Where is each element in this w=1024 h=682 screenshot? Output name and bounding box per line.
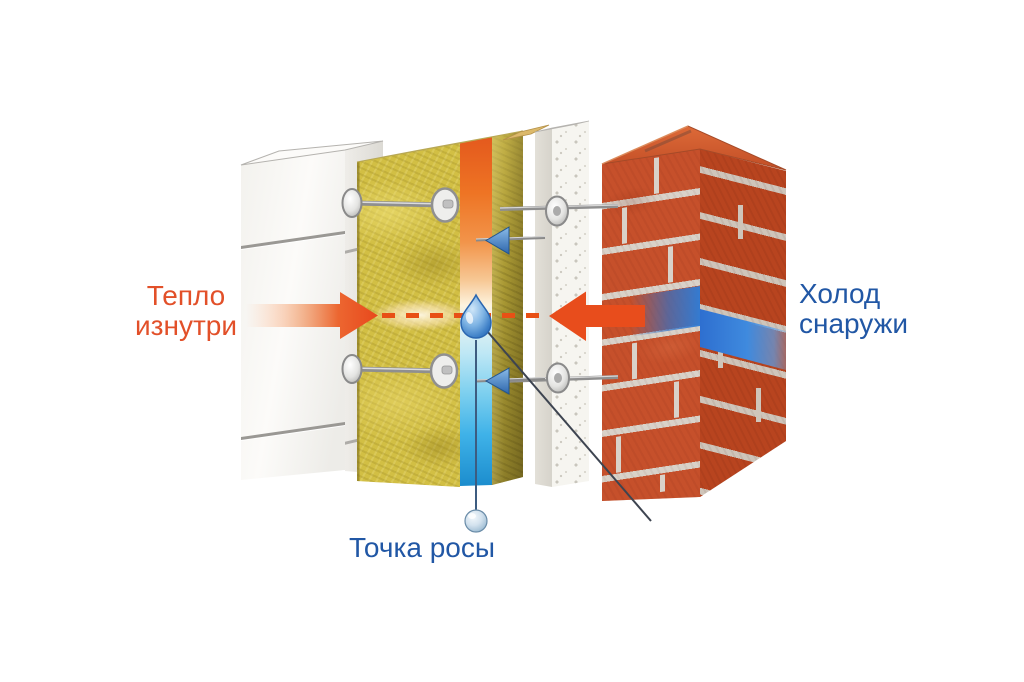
insulation-side-face	[492, 131, 523, 485]
block-seam	[241, 231, 345, 249]
inner-wall-front-face	[241, 150, 345, 485]
cold-label-line1: Холод	[799, 278, 881, 309]
dew-label-text: Точка росы	[349, 532, 495, 563]
insulation-temperature-gradient	[460, 137, 492, 486]
dew-point-label: Точка росы	[348, 533, 496, 563]
brick-joint	[660, 474, 665, 492]
brick-wall-side-face	[700, 149, 786, 497]
heat-inside-label: Тепло изнутри	[133, 281, 239, 341]
brick-joint	[622, 207, 627, 244]
brick-joint	[632, 343, 637, 380]
insulation-front-face	[357, 143, 460, 487]
heat-label-line2: изнутри	[135, 310, 237, 341]
heat-label-line1: Тепло	[146, 280, 226, 311]
brick-joint	[654, 157, 659, 194]
brick-joint	[738, 205, 743, 239]
cold-label-line2: снаружи	[799, 308, 908, 339]
dew-sphere-icon	[464, 509, 488, 533]
cold-band-front	[630, 286, 700, 337]
membrane-side-face	[535, 128, 552, 487]
brick-joint	[668, 246, 673, 283]
brick-joint	[616, 436, 621, 473]
brick-wall-front-face	[602, 149, 700, 516]
membrane-front-face	[552, 121, 589, 487]
brick-top-gap	[644, 129, 692, 153]
block-seam	[241, 422, 345, 440]
cold-outside-label: Холод снаружи	[799, 279, 929, 339]
brick-joint	[674, 381, 679, 418]
cold-band-side	[700, 309, 786, 370]
brick-joint	[756, 388, 761, 422]
